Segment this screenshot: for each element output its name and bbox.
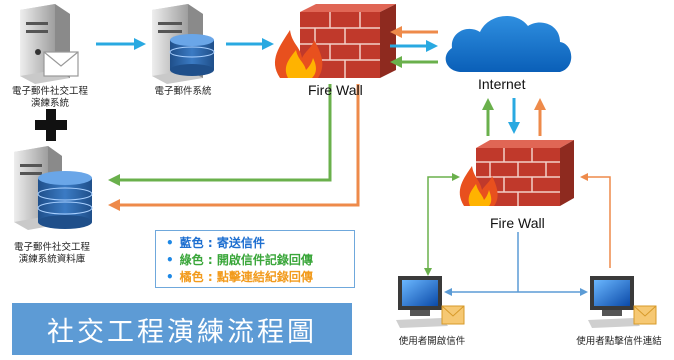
internet-label: Internet xyxy=(478,76,526,92)
mail-server-icon xyxy=(152,4,215,84)
vertical-green-up-arrow xyxy=(482,98,494,136)
envelope-icon xyxy=(633,305,657,325)
internet-inbound-orange-arrow xyxy=(390,26,438,38)
plus-icon xyxy=(35,109,67,141)
user-open-pc-icon xyxy=(396,276,465,328)
mail-server-label: 電子郵件系統 xyxy=(154,86,212,97)
internet-inbound-green-arrow xyxy=(390,56,438,68)
firewall-bottom-icon xyxy=(459,140,574,206)
envelope-icon xyxy=(441,305,465,325)
bullet-icon: • xyxy=(166,270,174,284)
bullet-icon: • xyxy=(166,253,174,267)
fire-icon xyxy=(459,166,498,206)
legend-item-blue: •藍色 : 寄送信件 xyxy=(166,236,265,250)
firewall-bottom-label: Fire Wall xyxy=(490,215,545,231)
firewall-top-icon xyxy=(274,4,396,78)
internet-outbound-blue-arrow xyxy=(390,40,438,52)
green-return-path xyxy=(108,84,332,186)
legend-item-green: •綠色 : 開啟信件記錄回傳 xyxy=(166,253,313,267)
cloud-icon xyxy=(445,15,572,72)
database-server-icon xyxy=(14,146,93,230)
send-arrow-1 xyxy=(96,38,146,50)
legend-item-orange: •橘色 : 點擊連結紀錄回傳 xyxy=(166,270,313,284)
user-open-label: 使用者開啟信件 xyxy=(398,336,466,347)
blue-delivery-path xyxy=(444,232,588,296)
vertical-blue-down-arrow xyxy=(508,98,520,134)
email-server-icon xyxy=(20,4,79,84)
email-server-label: 電子郵件社交工程 演練系統 xyxy=(11,86,88,109)
fire-icon xyxy=(274,30,323,78)
orange-user-click-path xyxy=(580,173,611,268)
bullet-icon: • xyxy=(166,236,174,250)
firewall-top-label: Fire Wall xyxy=(308,82,363,98)
database-label: 電子郵件社交工程 演練系統資料庫 xyxy=(13,242,90,265)
vertical-orange-up-arrow xyxy=(534,98,546,136)
green-user-open-path xyxy=(424,173,460,276)
send-arrow-2 xyxy=(226,38,274,50)
user-click-pc-icon xyxy=(588,276,657,328)
orange-return-path xyxy=(108,84,360,211)
page-title: 社交工程演練流程圖 xyxy=(12,303,352,355)
legend-box: •藍色 : 寄送信件 •綠色 : 開啟信件記錄回傳 •橘色 : 點擊連結紀錄回傳 xyxy=(155,230,355,288)
user-click-label: 使用者點擊信件連結 xyxy=(576,336,662,347)
